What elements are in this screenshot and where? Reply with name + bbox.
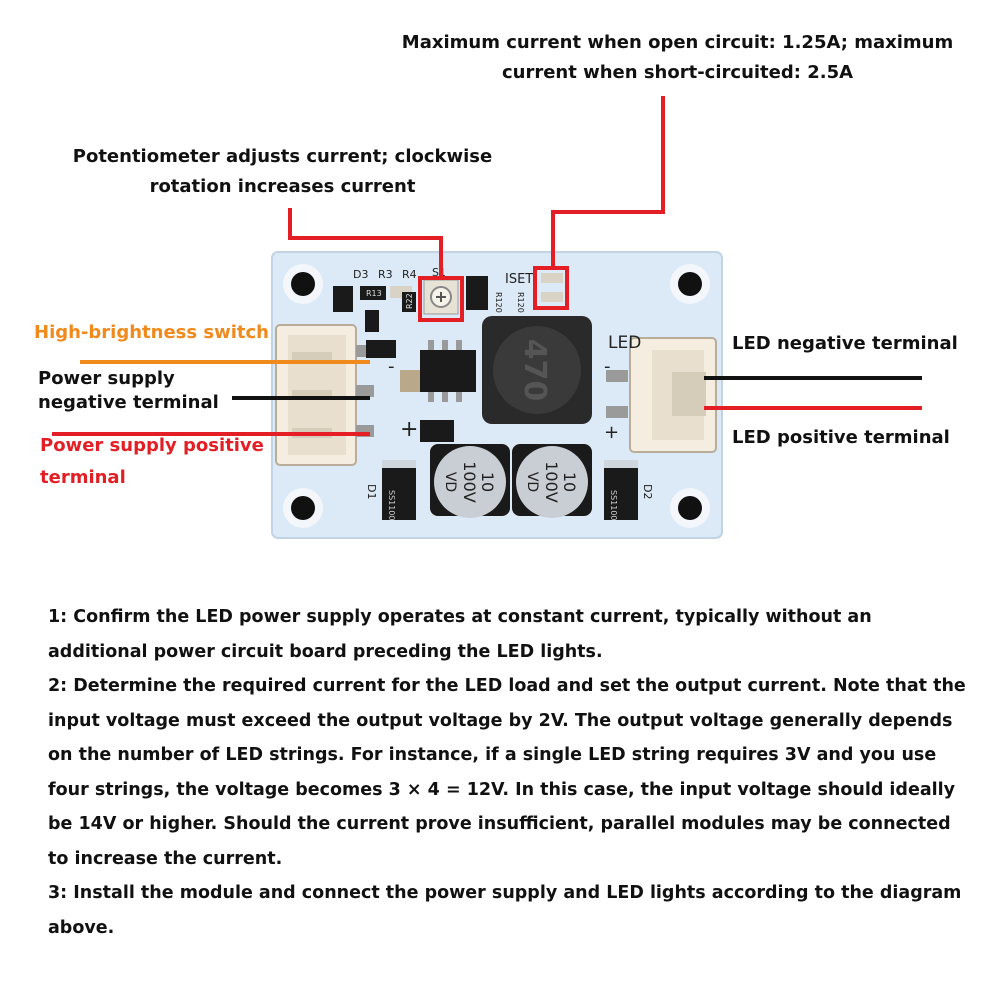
smd-components: [333, 276, 488, 442]
silk-plus-right: +: [604, 422, 619, 443]
svg-text:100V: 100V: [460, 461, 479, 503]
silk-r120b: R120: [516, 292, 525, 313]
instruction-1: 1: Confirm the LED power supply operates…: [48, 607, 872, 662]
silk-d3: D3: [353, 268, 368, 281]
inductor: 470: [482, 316, 592, 424]
max-current-line-2: current when short-circuited: 2.5A: [501, 62, 854, 83]
max-current-label: Maximum current when open circuit: 1.25A…: [380, 28, 975, 88]
silk-d2: D2: [641, 484, 654, 499]
diode-d2-code: SS1100: [609, 490, 618, 521]
silk-plus-left: +: [400, 417, 418, 442]
diode-d1-code: SS1100: [387, 490, 396, 521]
silk-minus-right: -: [604, 356, 611, 377]
silk-iset: ISET: [505, 272, 533, 287]
instructions: 1: Confirm the LED power supply operates…: [48, 600, 968, 945]
iset-callout: [533, 96, 665, 310]
potentiometer-line-2: rotation increases current: [149, 176, 416, 197]
svg-text:10: 10: [560, 472, 579, 492]
ps-negative-line-1: Power supply: [38, 368, 175, 389]
max-current-line-1: Maximum current when open circuit: 1.25A…: [401, 32, 954, 53]
svg-text:VD: VD: [524, 472, 540, 492]
silk-r4: R4: [402, 268, 417, 281]
ps-negative-label: Power supply negative terminal: [38, 367, 219, 415]
potentiometer-label: Potentiometer adjusts current; clockwise…: [45, 142, 520, 202]
svg-text:10: 10: [478, 472, 497, 492]
mounting-holes: [283, 264, 710, 528]
diode-d1: [382, 460, 416, 520]
instruction-2: 2: Determine the required current for th…: [48, 676, 966, 869]
ps-positive-line-1: Power supply positive: [40, 435, 264, 456]
silk-r120a: R120: [494, 292, 503, 313]
ps-negative-line-2: negative terminal: [38, 392, 219, 413]
silk-minus-left: -: [388, 356, 395, 377]
capacitor-right: 10 100V VD: [512, 444, 592, 518]
instruction-3: 3: Install the module and connect the po…: [48, 883, 962, 938]
output-connector: [606, 337, 717, 453]
iset-resistor: [541, 273, 563, 302]
inductor-marking: 470: [517, 339, 552, 402]
silk-r13: R13: [366, 289, 382, 298]
high-brightness-switch-label: High-brightness switch: [34, 322, 269, 343]
led-driver-board-illustration: 470 10 100V VD 10 100V VD D3 R3 R4 S1 IS…: [52, 96, 922, 539]
silk-d1: D1: [365, 484, 378, 499]
svg-text:100V: 100V: [542, 461, 561, 503]
led-negative-label: LED negative terminal: [732, 333, 958, 354]
silk-r22: R22: [405, 293, 414, 309]
diode-d2: [604, 460, 638, 520]
silk-r3: R3: [378, 268, 393, 281]
capacitor-left: 10 100V VD: [430, 444, 510, 518]
svg-text:VD: VD: [442, 472, 458, 492]
potentiometer-callout: [288, 208, 464, 322]
led-positive-label: LED positive terminal: [732, 427, 950, 448]
ps-positive-label: Power supply positive terminal: [40, 430, 264, 494]
potentiometer: [423, 279, 459, 315]
silk-led: LED: [608, 333, 641, 353]
ps-positive-line-2: terminal: [40, 467, 126, 488]
potentiometer-line-1: Potentiometer adjusts current; clockwise: [72, 146, 493, 167]
driver-ic: [420, 340, 476, 402]
